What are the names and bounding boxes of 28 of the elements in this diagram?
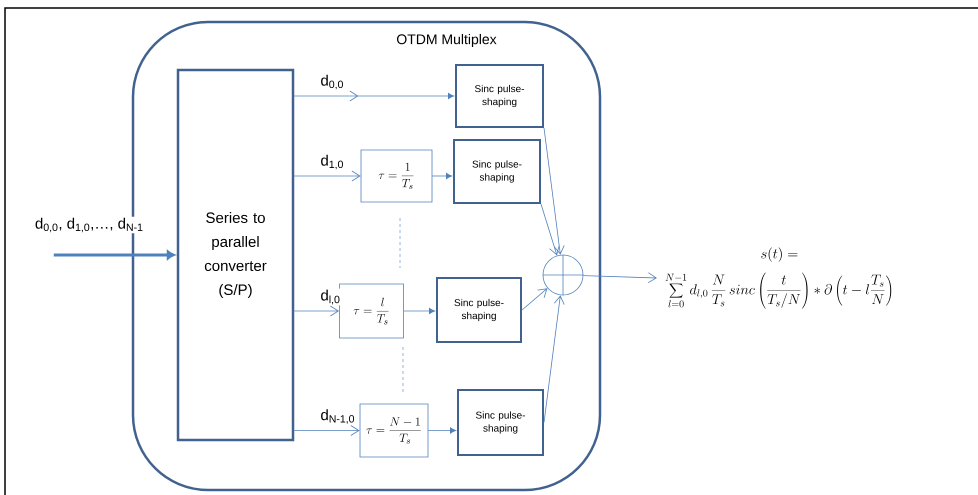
pulse-shaping-box: Sinc pulse-shaping: [455, 64, 544, 128]
arrow: [583, 272, 657, 284]
pulse-shaping-box: Sinc pulse-shaping: [436, 277, 522, 343]
delay-box: $\tau=\frac{l}{T_s}$: [339, 284, 404, 338]
edge-label: d$_{l,0}$: [319, 288, 342, 306]
arrow: [294, 170, 361, 182]
output-formula: $s(t) =$ $\sum_{l=0}^{N-1} d_{l,0}\,\frac{N}{T_s}\,sinc\left(\frac{t}{T_s/N}\right)*\partial\left(t-l\frac{T_s}{N}\right)$: [666, 247, 892, 309]
pulse-shaping-box: Sinc pulse-shaping: [457, 389, 544, 456]
arrow: [522, 288, 548, 310]
edge-label: d$_{0,0}$: [319, 74, 345, 90]
delay-box: $\tau=\frac{N-1}{T_s}$: [360, 404, 428, 458]
arrow: [540, 204, 560, 256]
arrow: [404, 308, 436, 314]
edge-label: d$_{1,0}$: [319, 154, 345, 170]
arrow: [294, 90, 454, 102]
arrow: [544, 128, 565, 255]
converter-box: Series to parallel converter (S/P): [176, 68, 294, 442]
arrow: [54, 250, 176, 260]
arrow: [432, 172, 452, 180]
pulse-shaping-box: Sinc pulse-shaping: [453, 139, 541, 204]
edge-label: d$_{N-1,0}$: [319, 408, 356, 425]
delay-box: $\tau=\frac{1}{T_s}$: [360, 150, 432, 202]
summing-junction: [542, 254, 584, 296]
arrow: [294, 425, 360, 436]
arrow: [544, 295, 565, 423]
arrow: [428, 427, 456, 434]
arrow: [294, 306, 340, 316]
edge-label: d$_{0,0}$, d$_{1,0}$,…, d$_{N-1}$: [34, 216, 144, 234]
